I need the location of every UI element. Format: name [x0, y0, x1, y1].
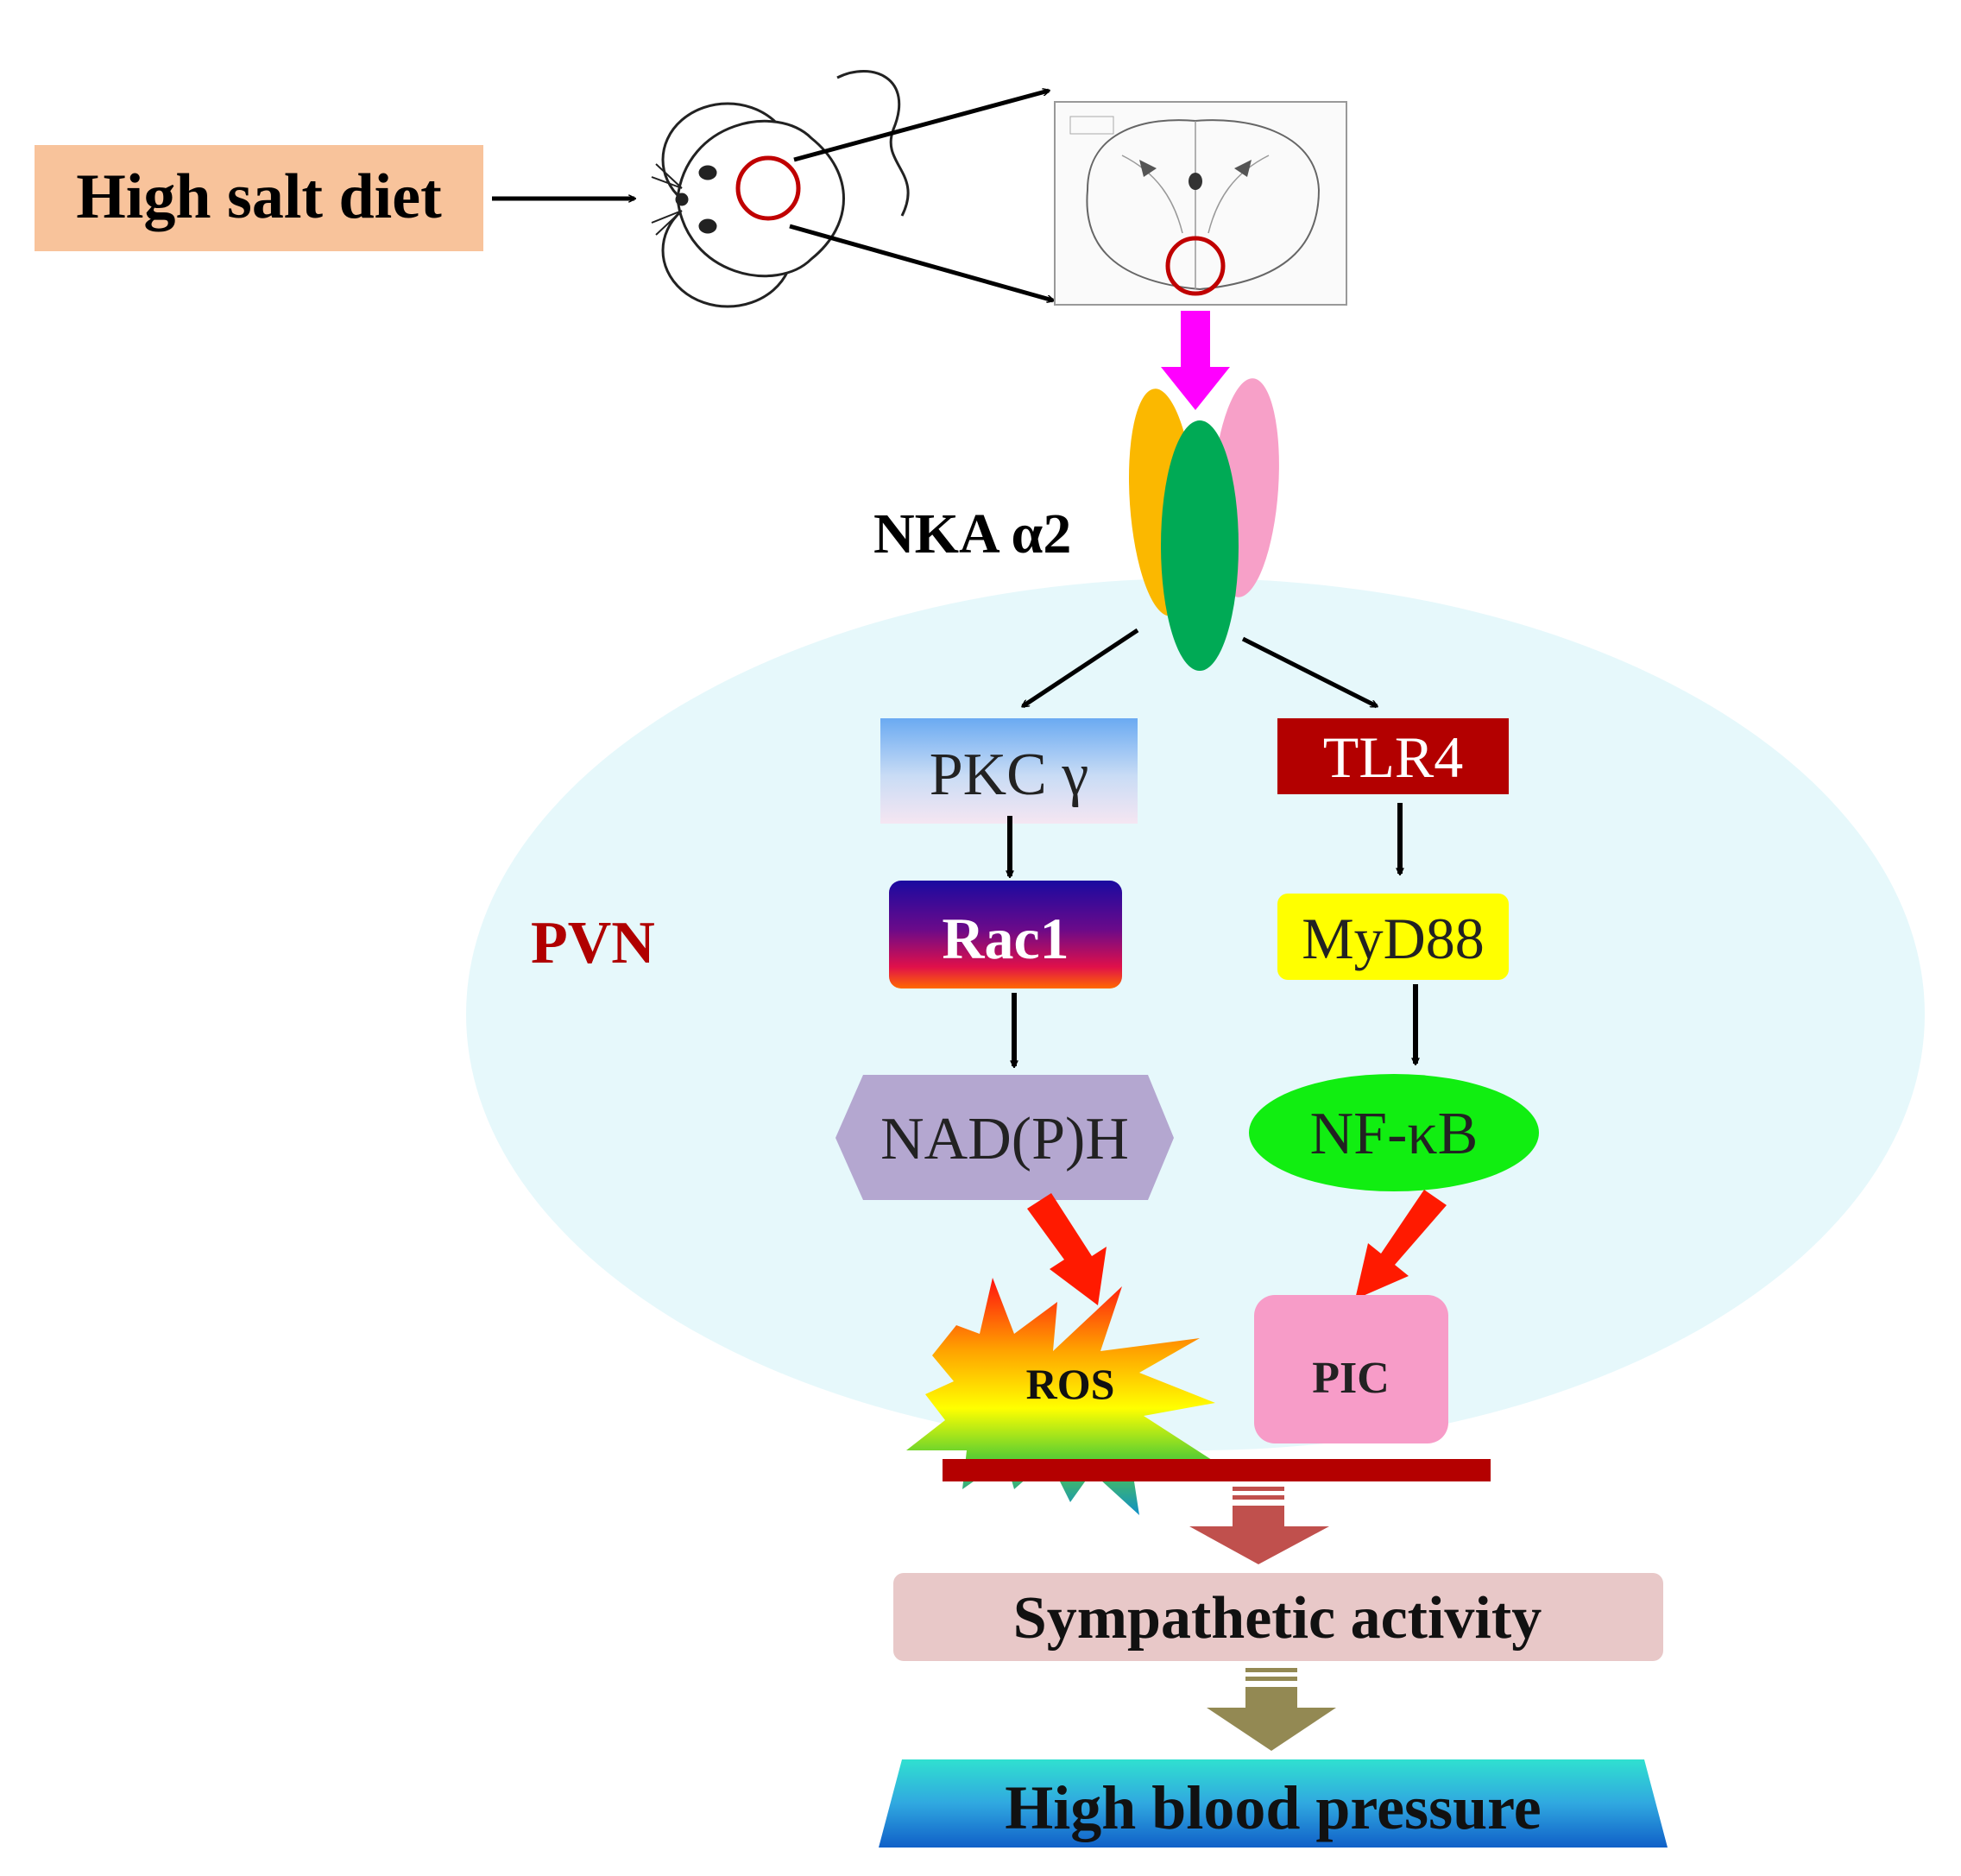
ros-label: ROS: [1026, 1360, 1115, 1408]
nka-alpha2-icon: [1128, 378, 1279, 671]
rac1-box: [889, 881, 1122, 989]
arrow-nka-to-pkc: [1023, 628, 1139, 709]
high-salt-diet-label: High salt diet: [76, 161, 442, 232]
arrow-nfkb-to-pic: [1355, 1190, 1447, 1299]
pkc-gamma-label: PKC γ: [930, 742, 1089, 808]
pkc-gamma-box: [880, 718, 1138, 824]
nfkb-ellipse: [1249, 1074, 1539, 1191]
tlr4-label: TLR4: [1323, 724, 1463, 790]
rac1-label: Rac1: [942, 906, 1069, 971]
myd88-label: MyD88: [1302, 906, 1485, 971]
brain-section-image: [1054, 101, 1347, 306]
mouse-icon: [651, 70, 910, 308]
high-blood-pressure-label: High blood pressure: [1005, 1773, 1542, 1842]
pvn-label: PVN: [531, 910, 655, 976]
convergence-bar: [943, 1459, 1491, 1481]
myd88-box: [1277, 894, 1509, 980]
pic-box: [1254, 1295, 1448, 1443]
arrow-mouse-to-section-top: [793, 91, 1049, 162]
ros-starburst: [906, 1278, 1224, 1515]
tlr4-box: [1277, 718, 1509, 794]
arrow-section-to-nka: [1161, 311, 1230, 410]
mouse-brain-highlight: [735, 155, 801, 221]
nfkb-label: NF-κB: [1310, 1101, 1479, 1167]
nadph-label: NAD(P)H: [880, 1106, 1129, 1172]
sympathetic-activity-label: Sympathetic activity: [1013, 1585, 1542, 1652]
arrow-nadph-to-ros: [1027, 1193, 1107, 1305]
pvn-section-highlight: [1165, 236, 1226, 296]
nka-alpha2-label: NKA α2: [873, 502, 1071, 565]
arrow-sympathetic-to-hbp: [1207, 1668, 1336, 1751]
sympathetic-activity-box: [893, 1573, 1663, 1661]
arrow-mouse-to-section-bottom: [789, 224, 1053, 300]
arrow-nka-to-tlr4: [1241, 636, 1377, 709]
high-blood-pressure-box: [879, 1759, 1668, 1848]
pvn-region: [466, 578, 1925, 1450]
pic-label: PIC: [1312, 1354, 1390, 1403]
high-salt-diet-box: [35, 145, 483, 251]
nadph-hexagon: [835, 1075, 1174, 1200]
arrow-bar-to-sympathetic: [1189, 1487, 1329, 1564]
